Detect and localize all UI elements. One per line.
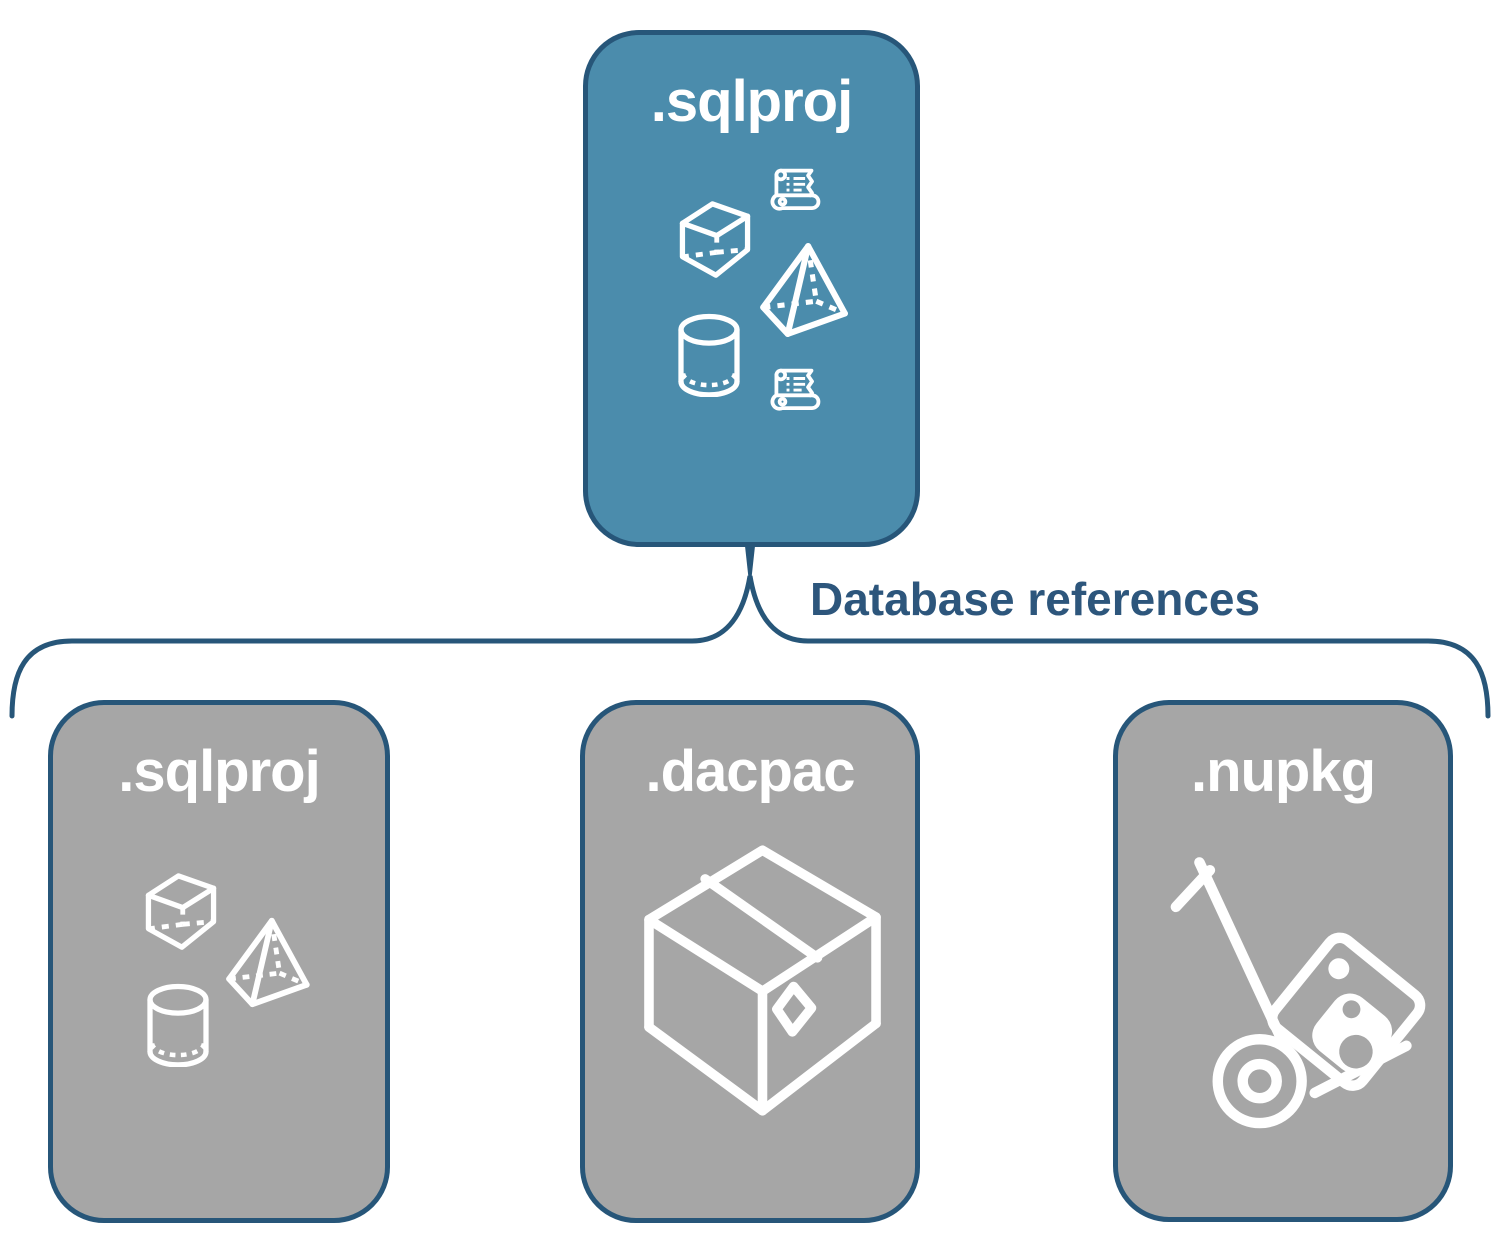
package-box-icon <box>643 843 882 1118</box>
root-node-sqlproj: .sqlproj <box>583 30 920 547</box>
pyramid-icon <box>744 238 858 340</box>
root-node-title: .sqlproj <box>650 69 853 134</box>
cylinder-icon <box>674 313 744 397</box>
brace-path <box>9 575 1491 719</box>
cylinder-icon <box>143 983 213 1067</box>
child-node-title: .nupkg <box>1190 739 1376 804</box>
connector-stub <box>745 546 755 578</box>
pyramid-icon <box>211 913 319 1010</box>
sql-script-icon <box>768 163 826 223</box>
child-node-nupkg: .nupkg <box>1113 700 1453 1222</box>
connector-label: Database references <box>810 573 1261 625</box>
hand-truck-package-icon <box>1168 857 1430 1135</box>
child-node-sqlproj: .sqlproj <box>48 700 390 1223</box>
child-node-title: .dacpac <box>645 739 856 804</box>
sql-script-icon <box>768 363 826 423</box>
child-node-title: .sqlproj <box>118 739 320 804</box>
child-node-dacpac: .dacpac <box>580 700 920 1223</box>
